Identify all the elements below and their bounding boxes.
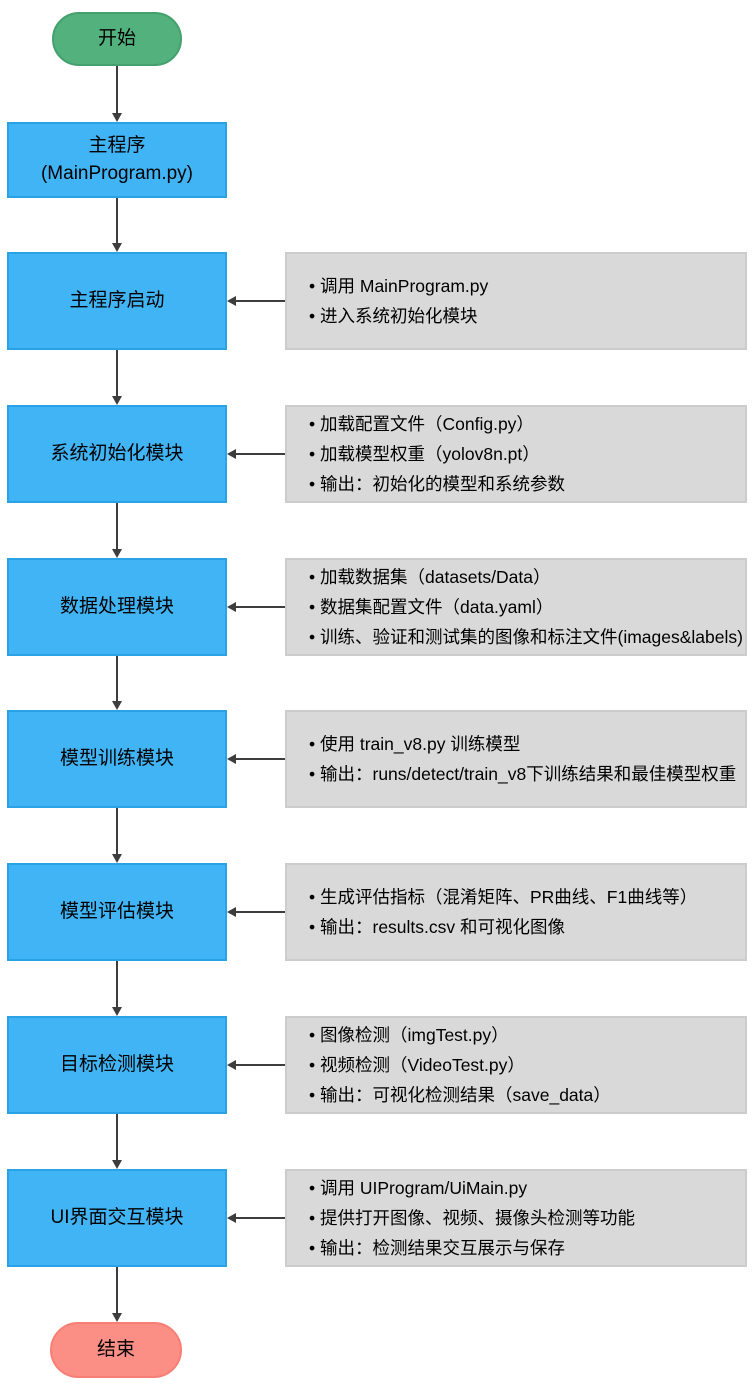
arrow-data-to-training	[112, 656, 122, 710]
note-model-evaluation: 生成评估指标（混淆矩阵、PR曲线、F1曲线等） 输出：results.csv 和…	[285, 863, 747, 961]
end-label: 结束	[96, 1339, 135, 1361]
note-line: 使用 train_v8.py 训练模型	[309, 729, 737, 759]
step-object-detection: 目标检测模块	[7, 1016, 227, 1114]
note-main-startup: 调用 MainProgram.py 进入系统初始化模块	[285, 252, 747, 350]
step-ui-interaction: UI界面交互模块	[7, 1169, 227, 1267]
arrow-start-to-main-program	[112, 66, 122, 122]
step-system-init: 系统初始化模块	[7, 405, 227, 503]
note-line: 加载模型权重（yolov8n.pt）	[309, 439, 737, 469]
note-line: 调用 UIProgram/UiMain.py	[309, 1173, 737, 1203]
arrow-note-to-evaluation	[227, 907, 285, 917]
note-line: 加载数据集（datasets/Data）	[309, 562, 737, 592]
arrow-note-to-ui	[227, 1213, 285, 1223]
start-node: 开始	[52, 12, 182, 66]
arrow-evaluation-to-detection	[112, 961, 122, 1016]
step-label: 目标检测模块	[59, 1054, 174, 1076]
note-line: 生成评估指标（混淆矩阵、PR曲线、F1曲线等）	[309, 882, 737, 912]
arrow-note-to-data	[227, 602, 285, 612]
arrow-detection-to-ui	[112, 1114, 122, 1169]
note-line: 输出：可视化检测结果（save_data）	[309, 1080, 737, 1110]
arrow-note-to-detection	[227, 1060, 285, 1070]
arrow-ui-to-end	[112, 1267, 122, 1322]
main-program-label: 主程序 (MainProgram.py)	[40, 135, 194, 184]
note-data-processing: 加载数据集（datasets/Data） 数据集配置文件（data.yaml） …	[285, 558, 747, 656]
arrow-main-program-to-startup	[112, 198, 122, 252]
note-line: 输出：初始化的模型和系统参数	[309, 469, 737, 499]
step-label: 系统初始化模块	[50, 443, 184, 465]
end-node: 结束	[50, 1322, 182, 1378]
main-program-node: 主程序 (MainProgram.py)	[7, 122, 227, 198]
step-label: 主程序启动	[69, 290, 165, 312]
note-line: 进入系统初始化模块	[309, 301, 737, 331]
note-line: 加载配置文件（Config.py）	[309, 409, 737, 439]
note-system-init: 加载配置文件（Config.py） 加载模型权重（yolov8n.pt） 输出：…	[285, 405, 747, 503]
step-label: 模型训练模块	[59, 748, 174, 770]
arrow-startup-to-init	[112, 350, 122, 405]
arrow-note-to-training	[227, 754, 285, 764]
step-data-processing: 数据处理模块	[7, 558, 227, 656]
note-line: 视频检测（VideoTest.py）	[309, 1050, 737, 1080]
step-model-evaluation: 模型评估模块	[7, 863, 227, 961]
note-line: 提供打开图像、视频、摄像头检测等功能	[309, 1203, 737, 1233]
step-label: UI界面交互模块	[50, 1207, 184, 1229]
start-label: 开始	[97, 28, 136, 50]
note-line: 数据集配置文件（data.yaml）	[309, 592, 737, 622]
note-line: 输出：检测结果交互展示与保存	[309, 1233, 737, 1263]
step-main-startup: 主程序启动	[7, 252, 227, 350]
arrow-training-to-evaluation	[112, 808, 122, 863]
step-label: 模型评估模块	[59, 901, 174, 923]
arrow-note-to-startup	[227, 296, 285, 306]
step-label: 数据处理模块	[59, 596, 174, 618]
note-ui-interaction: 调用 UIProgram/UiMain.py 提供打开图像、视频、摄像头检测等功…	[285, 1169, 747, 1267]
note-line: 输出：runs/detect/train_v8下训练结果和最佳模型权重	[309, 759, 737, 789]
note-object-detection: 图像检测（imgTest.py） 视频检测（VideoTest.py） 输出：可…	[285, 1016, 747, 1114]
note-line: 输出：results.csv 和可视化图像	[309, 912, 737, 942]
note-line: 训练、验证和测试集的图像和标注文件(images&labels)	[309, 622, 743, 652]
arrow-note-to-init	[227, 449, 285, 459]
note-line: 图像检测（imgTest.py）	[309, 1020, 737, 1050]
step-model-training: 模型训练模块	[7, 710, 227, 808]
note-model-training: 使用 train_v8.py 训练模型 输出：runs/detect/train…	[285, 710, 747, 808]
note-line: 调用 MainProgram.py	[309, 271, 737, 301]
arrow-init-to-data	[112, 503, 122, 558]
